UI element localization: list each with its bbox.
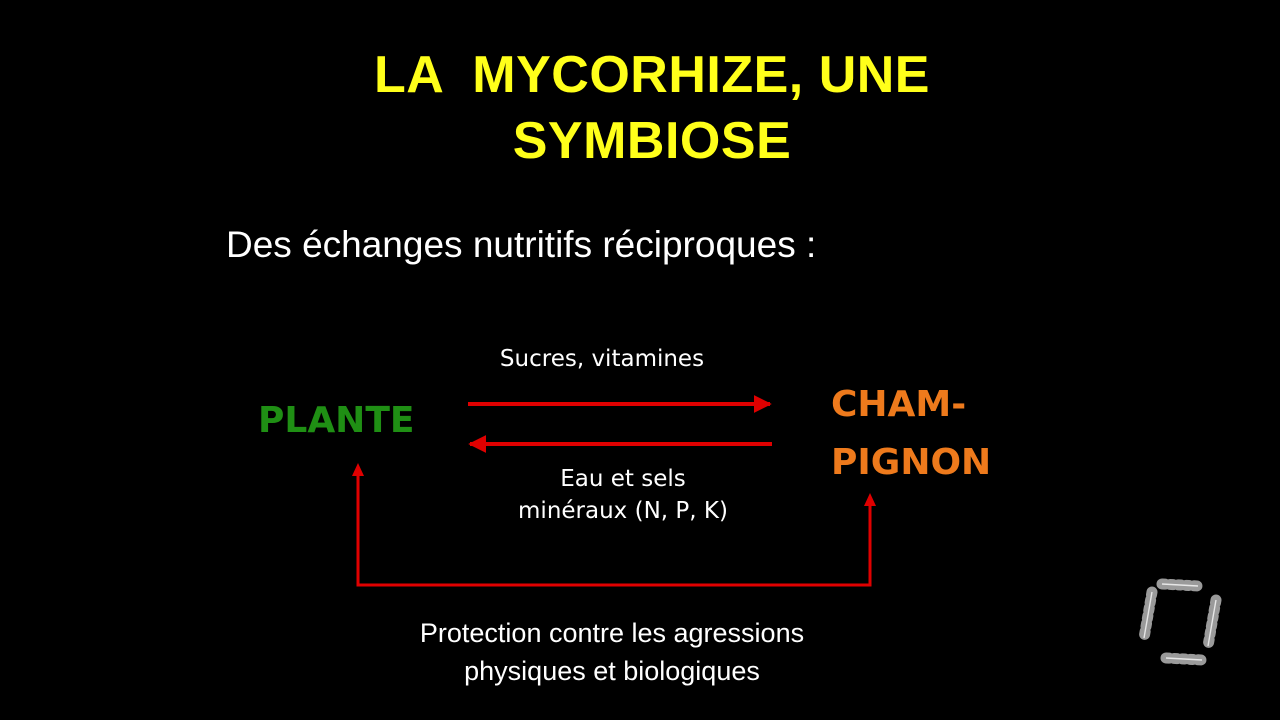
label-eau-sels: Eau et sels minéraux (N, P, K) (478, 463, 768, 527)
node-champignon-line-1: CHAM- (831, 384, 967, 425)
slide-subtitle: Des échanges nutritifs réciproques : (226, 224, 817, 265)
slide-title: LA MYCORHIZE, UNE SYMBIOSE (0, 42, 1280, 174)
label-eau-sels-line-1: Eau et sels (560, 466, 686, 492)
node-champignon: CHAM- PIGNON (831, 376, 991, 492)
label-protection: Protection contre les agressions physiqu… (362, 614, 862, 690)
label-protection-line-1: Protection contre les agressions (419, 618, 805, 648)
label-eau-sels-line-2: minéraux (N, P, K) (518, 498, 728, 524)
node-plante: PLANTE (258, 400, 415, 441)
title-line-1: LA MYCORHIZE, UNE (374, 46, 930, 104)
chain-loop-logo-icon (1138, 578, 1222, 666)
label-protection-line-2: physiques et biologiques (464, 656, 760, 686)
node-champignon-line-2: PIGNON (831, 442, 992, 483)
label-sucres-vitamines: Sucres, vitamines (499, 346, 705, 372)
arrowhead-to-plante (352, 463, 364, 476)
title-line-2: SYMBIOSE (512, 112, 792, 170)
arrow-mutual-protection (356, 472, 872, 587)
arrowhead-to-champignon (864, 493, 876, 506)
